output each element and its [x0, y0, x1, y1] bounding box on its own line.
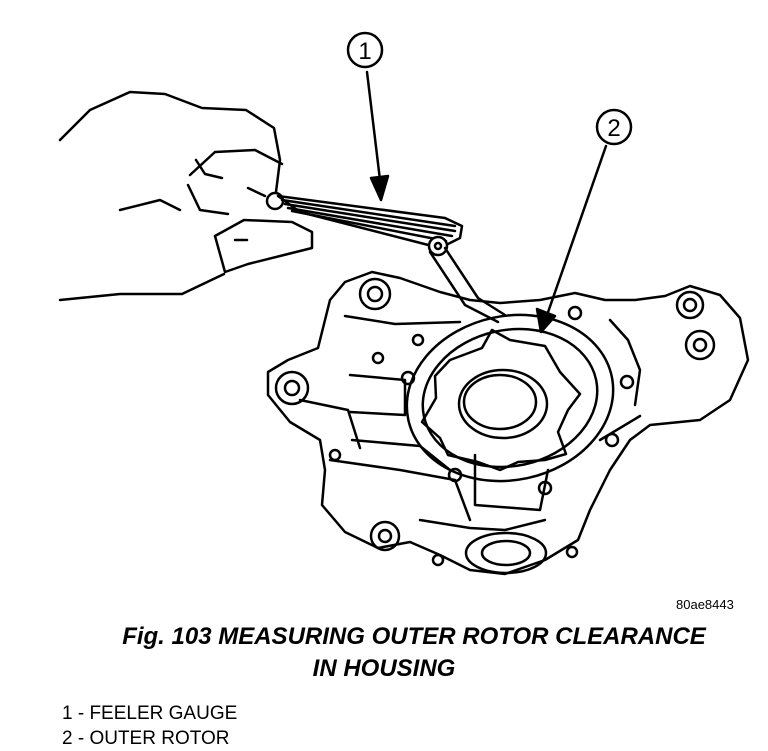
callout-2: 2 — [595, 108, 633, 146]
outer-rotor-assembly — [405, 313, 615, 483]
svg-text:2: 2 — [607, 115, 620, 142]
caption-line-1: Fig. 103 MEASURING OUTER ROTOR CLEARANCE — [122, 623, 706, 650]
caption-line-2: IN HOUSING — [312, 655, 456, 682]
legend-item: 2 - OUTER ROTOR — [62, 728, 230, 749]
callout-arrows — [365, 70, 608, 334]
figure-caption: Fig. 103 MEASURING OUTER ROTOR CLEARANCE… — [0, 621, 768, 685]
image-code: 80ae8443 — [676, 597, 734, 612]
pump-illustration: 1 2 — [58, 31, 750, 576]
svg-text:1: 1 — [358, 38, 371, 65]
callout-1: 1 — [346, 31, 384, 69]
pump-housing — [266, 270, 750, 576]
feeler-gauge — [276, 194, 507, 324]
hand — [58, 90, 314, 302]
legend: 1 - FEELER GAUGE 2 - OUTER ROTOR — [62, 701, 237, 751]
legend-item: 1 - FEELER GAUGE — [62, 703, 238, 724]
